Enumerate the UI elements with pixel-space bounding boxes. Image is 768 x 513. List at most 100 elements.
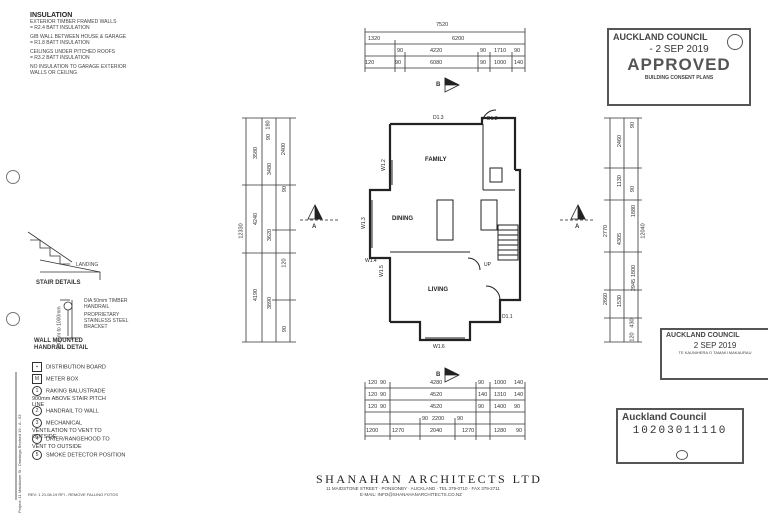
dim-label: 90 bbox=[457, 416, 464, 422]
dim-label: 2945 bbox=[631, 278, 638, 292]
dim-label: 120 bbox=[281, 258, 288, 268]
legend-text: MECHANICAL VENTILATION TO VENT TO OUTSID… bbox=[32, 420, 102, 440]
dim-label: 90 bbox=[514, 48, 521, 54]
landing-note: LANDING bbox=[76, 262, 99, 268]
dim-label: 1000 bbox=[494, 380, 507, 386]
dim-label: 90 bbox=[480, 60, 487, 66]
section-label-b-top: B bbox=[436, 82, 441, 88]
stair-up-label: UP bbox=[484, 262, 491, 268]
stamp-council: Auckland Council bbox=[622, 412, 707, 423]
council-seal-icon bbox=[727, 34, 743, 50]
dim-label: 3480 bbox=[267, 162, 274, 176]
stamp-date: - 2 SEP 2019 bbox=[649, 44, 709, 55]
stamp-approved-label: APPROVED bbox=[627, 55, 731, 74]
notes-line: = R1.8 BATT INSULATION bbox=[30, 40, 90, 46]
dim-label: 6080 bbox=[430, 60, 443, 66]
dim-label: 90 bbox=[380, 404, 387, 410]
dim-label: 90 bbox=[266, 133, 273, 141]
room-label-dining: DINING bbox=[392, 216, 413, 222]
door-tag: D1.3 bbox=[433, 115, 444, 121]
legend-item: 2 HANDRAIL TO WALL bbox=[32, 406, 99, 416]
door-tag: D1.1 bbox=[502, 314, 513, 320]
window-tag: W1.4 bbox=[365, 258, 377, 264]
distribution-board-icon: ▪ bbox=[32, 362, 42, 372]
dim-label: 140 bbox=[478, 392, 488, 398]
dim-label: 90 bbox=[395, 60, 402, 66]
dim-label: 90 bbox=[282, 185, 289, 193]
meter-box-icon: M bbox=[32, 374, 42, 384]
dim-overall: 7520 bbox=[436, 22, 449, 28]
section-label-a-right: A bbox=[575, 224, 580, 230]
dim-label: 1130 bbox=[616, 175, 623, 187]
notes-line: CEILINGS UNDER PITCHED ROOFS bbox=[30, 49, 116, 55]
notes-title: INSULATION bbox=[30, 12, 73, 19]
dim-label: 1270 bbox=[462, 428, 475, 434]
dim-label: 4220 bbox=[430, 48, 443, 54]
revision-note: REV: 1 21.08.19 RFI - REMOVE FALLING FOT… bbox=[28, 492, 119, 497]
room-label-family: FAMILY bbox=[425, 157, 447, 163]
firm-email: E-MAIL: INFO@SHANAHANARCHITECTS.CO.NZ bbox=[360, 492, 462, 497]
notes-line: NO INSULATION TO GARAGE EXTERIOR bbox=[30, 64, 127, 70]
legend-symbol: 2 bbox=[32, 406, 42, 416]
legend-text: RAKING BALUSTRADE 900mm ABOVE STAIR PITC… bbox=[32, 388, 106, 408]
dim-label: 3580 bbox=[253, 146, 260, 160]
legend-symbol: 3 bbox=[32, 418, 42, 428]
insulation-notes: INSULATION EXTERIOR TIMBER FRAMED WALLS … bbox=[30, 12, 180, 76]
approved-stamp: AUCKLAND COUNCIL - 2 SEP 2019 APPROVED B… bbox=[607, 28, 751, 106]
notes-line: EXTERIOR TIMBER FRAMED WALLS bbox=[30, 19, 117, 25]
project-side-text: Project: 11 Maidstone St - Drawings Revi… bbox=[17, 414, 22, 513]
dim-label: 1710 bbox=[494, 48, 507, 54]
stamp-date: 2 SEP 2019 bbox=[693, 341, 737, 350]
stamp-sub: BUILDING CONSENT PLANS bbox=[644, 75, 714, 81]
dim-label: 2040 bbox=[430, 428, 443, 434]
legend-symbol: 4 bbox=[32, 434, 42, 444]
dim-label: 3890 bbox=[267, 296, 274, 310]
dim-label: 4520 bbox=[430, 392, 443, 398]
dim-label: 1200 bbox=[366, 428, 379, 434]
window-tag: W1.2 bbox=[380, 159, 387, 171]
dim-label: 4240 bbox=[253, 212, 260, 226]
consent-number-stamp: Auckland Council 10203011110 bbox=[616, 408, 744, 464]
received-stamp: AUCKLAND COUNCIL 2 SEP 2019 TE KAUNIHERA… bbox=[660, 328, 768, 380]
dim-label: 90 bbox=[397, 48, 404, 54]
legend-text: DRIER/RANGEHOOD TO VENT TO OUTSIDE bbox=[32, 436, 110, 450]
dim-label: 1320 bbox=[368, 36, 381, 42]
dim-label: 90 bbox=[514, 404, 521, 410]
dim-label: 90 bbox=[478, 380, 485, 386]
legend-text: SMOKE DETECTOR POSITION bbox=[46, 452, 126, 459]
notes-line: = R3.2 BATT INSULATION bbox=[30, 55, 90, 61]
dim-label: 1880 bbox=[631, 204, 638, 218]
dim-label: 1270 bbox=[392, 428, 405, 434]
legend-item: ▪DISTRIBUTION BOARD bbox=[32, 362, 106, 372]
legend-text: METER BOX bbox=[46, 376, 79, 383]
notes-line: GIB WALL BETWEEN HOUSE & GARAGE bbox=[30, 34, 127, 40]
notes-line: WALLS OR CEILING bbox=[30, 70, 78, 76]
dim-label: 12040 bbox=[640, 223, 647, 239]
legend-symbol: 5 bbox=[32, 450, 42, 460]
legend-item: M METER BOX bbox=[32, 374, 78, 384]
dim-label: 2660 bbox=[603, 292, 610, 306]
dim-label: 4305 bbox=[617, 232, 624, 246]
legend-symbol: 1 bbox=[32, 386, 42, 396]
dim-label: 90 bbox=[478, 404, 485, 410]
dim-label: 2460 bbox=[617, 134, 624, 148]
dim-label: 1310 bbox=[494, 392, 507, 398]
binder-hole bbox=[6, 170, 20, 184]
handrail-note: DIA 50mm TIMBER HANDRAIL bbox=[84, 298, 128, 310]
stamp-consent-number: 10203011110 bbox=[632, 425, 728, 437]
dim-label: 120 bbox=[368, 380, 378, 386]
dim-label: 4280 bbox=[430, 380, 443, 386]
dim-label: 140 bbox=[514, 392, 524, 398]
dim-label: 2770 bbox=[603, 224, 610, 238]
dim-label: 140 bbox=[514, 60, 524, 66]
firm-name: SHANAHAN ARCHITECTS LTD bbox=[316, 472, 543, 486]
legend-text: HANDRAIL TO WALL bbox=[46, 408, 99, 415]
dim-label: 1280 bbox=[494, 428, 507, 434]
dim-label: 1000 bbox=[494, 60, 507, 66]
dim-label: 120 bbox=[368, 392, 378, 398]
section-label-a-left: A bbox=[312, 224, 317, 230]
dim-label: 120 bbox=[365, 60, 375, 66]
